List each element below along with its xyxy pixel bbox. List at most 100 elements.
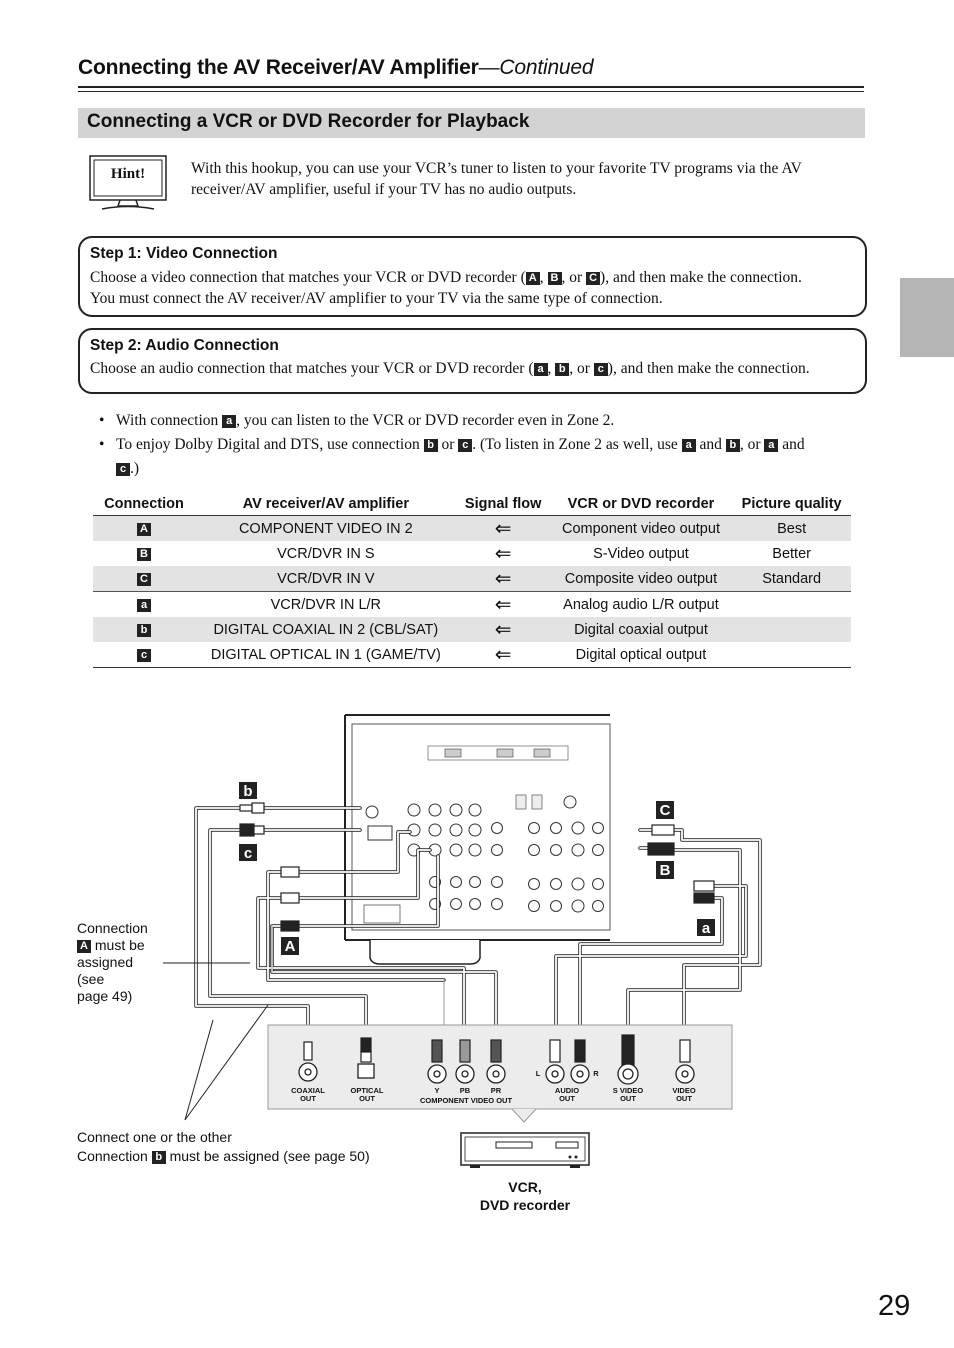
vcr-cell: Digital coaxial output bbox=[549, 617, 733, 642]
svg-text:S VIDEO: S VIDEO bbox=[613, 1086, 644, 1095]
vcr-device-icon bbox=[460, 1132, 590, 1168]
svg-text:VIDEO: VIDEO bbox=[672, 1086, 696, 1095]
title-rule-thin bbox=[78, 91, 864, 92]
note-pointers bbox=[163, 962, 269, 1121]
vcr-cell: S-Video output bbox=[593, 545, 689, 562]
vcr-output-panel: COAXIAL OUT OPTICAL OUT Y PB PR COMPONEN… bbox=[267, 1024, 733, 1123]
conn-badge: B bbox=[137, 547, 151, 561]
badge-B: B bbox=[547, 272, 562, 285]
amp-cell: DIGITAL COAXIAL IN 2 (CBL/SAT) bbox=[195, 617, 457, 642]
svg-text:COMPONENT VIDEO OUT: COMPONENT VIDEO OUT bbox=[420, 1096, 513, 1105]
conn-badge: C bbox=[137, 572, 151, 586]
amp-cell: COMPONENT VIDEO IN 2 bbox=[195, 515, 457, 541]
table-row: c DIGITAL OPTICAL IN 1 (GAME/TV) ⇐ Digit… bbox=[93, 642, 851, 668]
label-C: C bbox=[660, 802, 671, 819]
badge-C: C bbox=[586, 272, 601, 285]
step2-title: Step 2: Audio Connection bbox=[90, 337, 279, 354]
svg-text:OUT: OUT bbox=[620, 1094, 636, 1103]
amp-cell: DIGITAL OPTICAL IN 1 (GAME/TV) bbox=[195, 642, 457, 668]
step1-box: Step 1: Video Connection Choose a video … bbox=[78, 236, 867, 317]
col-header: Picture quality bbox=[732, 493, 851, 516]
svg-text:COAXIAL: COAXIAL bbox=[291, 1086, 325, 1095]
vcr-cell: Component video output bbox=[549, 515, 733, 541]
table-row: B VCR/DVR IN S ⇐ S-Video output Better bbox=[93, 541, 851, 566]
signal-arrow: ⇐ bbox=[494, 542, 512, 565]
svg-text:R: R bbox=[593, 1069, 599, 1078]
conn-badge: A bbox=[137, 522, 151, 536]
signal-arrow: ⇐ bbox=[456, 566, 550, 592]
quality-cell bbox=[732, 617, 851, 642]
table-row: a VCR/DVR IN L/R ⇐ Analog audio L/R outp… bbox=[93, 591, 851, 617]
vcr-cell: Digital optical output bbox=[549, 642, 733, 668]
svg-text:OUT: OUT bbox=[676, 1094, 692, 1103]
diagram-letter-labels: b c A C B a bbox=[239, 782, 715, 955]
svg-text:Y: Y bbox=[434, 1086, 439, 1095]
bullet-item: To enjoy Dolby Digital and DTS, use conn… bbox=[96, 433, 866, 481]
conn-badge: c bbox=[137, 648, 151, 662]
col-header: AV receiver/AV amplifier bbox=[195, 493, 457, 516]
connection-table: Connection AV receiver/AV amplifier Sign… bbox=[93, 493, 851, 668]
step2-box: Step 2: Audio Connection Choose an audio… bbox=[78, 328, 867, 394]
tv-hint-icon bbox=[89, 155, 167, 210]
badge-A: A bbox=[525, 272, 540, 285]
svg-text:OUT: OUT bbox=[359, 1094, 375, 1103]
signal-arrow: ⇐ bbox=[456, 642, 550, 668]
plugs bbox=[239, 802, 715, 932]
page-number: 29 bbox=[878, 1290, 911, 1322]
quality-cell: Standard bbox=[732, 566, 851, 592]
amp-cell: VCR/DVR IN V bbox=[195, 566, 457, 592]
signal-arrow: ⇐ bbox=[456, 515, 550, 541]
hint-text: With this hookup, you can use your VCR’s… bbox=[191, 160, 802, 198]
col-header: VCR or DVD recorder bbox=[549, 493, 733, 516]
table-header-row: Connection AV receiver/AV amplifier Sign… bbox=[93, 493, 851, 516]
label-B: B bbox=[660, 862, 671, 879]
col-header: Signal flow bbox=[456, 493, 550, 516]
conn-badge: a bbox=[137, 598, 151, 612]
svg-text:AUDIO: AUDIO bbox=[555, 1086, 579, 1095]
connection-diagram: b c A C B a bbox=[163, 714, 762, 1168]
vcr-cell: Analog audio L/R output bbox=[549, 591, 733, 617]
quality-cell bbox=[732, 642, 851, 668]
label-a: a bbox=[702, 920, 711, 937]
step1-title: Step 1: Video Connection bbox=[90, 245, 278, 262]
table-row: b DIGITAL COAXIAL IN 2 (CBL/SAT) ⇐ Digit… bbox=[93, 617, 851, 642]
svg-text:OPTICAL: OPTICAL bbox=[351, 1086, 384, 1095]
svg-text:OUT: OUT bbox=[559, 1094, 575, 1103]
quality-cell bbox=[732, 591, 851, 617]
quality-cell: Better bbox=[772, 545, 811, 562]
badge-c: c bbox=[593, 363, 608, 376]
amp-cell: VCR/DVR IN S bbox=[277, 545, 375, 562]
vcr-caption: VCR,DVD recorder bbox=[479, 1179, 571, 1213]
vcr-cell: Composite video output bbox=[549, 566, 733, 592]
side-tab bbox=[900, 278, 954, 357]
bullet-list: With connection a, you can listen to the… bbox=[96, 409, 866, 481]
table-row: C VCR/DVR IN V ⇐ Composite video output … bbox=[93, 566, 851, 592]
svg-text:PR: PR bbox=[491, 1086, 502, 1095]
badge-a: a bbox=[533, 363, 548, 376]
title-rule bbox=[78, 86, 864, 88]
conn-badge: b bbox=[137, 623, 151, 637]
section-title: Connecting a VCR or DVD Recorder for Pla… bbox=[87, 111, 530, 132]
badge-b: b bbox=[555, 363, 570, 376]
signal-arrow: ⇐ bbox=[456, 617, 550, 642]
hint-label: Hint! bbox=[110, 166, 146, 182]
signal-arrow: ⇐ bbox=[456, 591, 550, 617]
quality-cell: Best bbox=[732, 515, 851, 541]
svg-text:L: L bbox=[536, 1069, 541, 1078]
col-header: Connection bbox=[93, 493, 195, 516]
svg-text:OUT: OUT bbox=[300, 1094, 316, 1103]
label-A: A bbox=[285, 938, 296, 955]
svg-text:PB: PB bbox=[460, 1086, 471, 1095]
table-row: A COMPONENT VIDEO IN 2 ⇐ Component video… bbox=[93, 515, 851, 541]
amp-cell: VCR/DVR IN L/R bbox=[195, 591, 457, 617]
page-title: Connecting the AV Receiver/AV Amplifier—… bbox=[78, 56, 594, 79]
section-bar bbox=[78, 108, 865, 138]
label-b: b bbox=[243, 783, 252, 800]
bullet-item: With connection a, you can listen to the… bbox=[96, 409, 866, 433]
label-c: c bbox=[244, 845, 252, 862]
receiver-rear-panel bbox=[344, 714, 611, 965]
step2-body: Choose an audio connection that matches … bbox=[90, 360, 810, 377]
step1-body: Choose a video connection that matches y… bbox=[90, 269, 802, 307]
note-digital-assign: Connect one or the other Connection b mu… bbox=[77, 1129, 370, 1164]
note-component-assign: Connection A must be assigned (see page … bbox=[77, 920, 148, 1004]
